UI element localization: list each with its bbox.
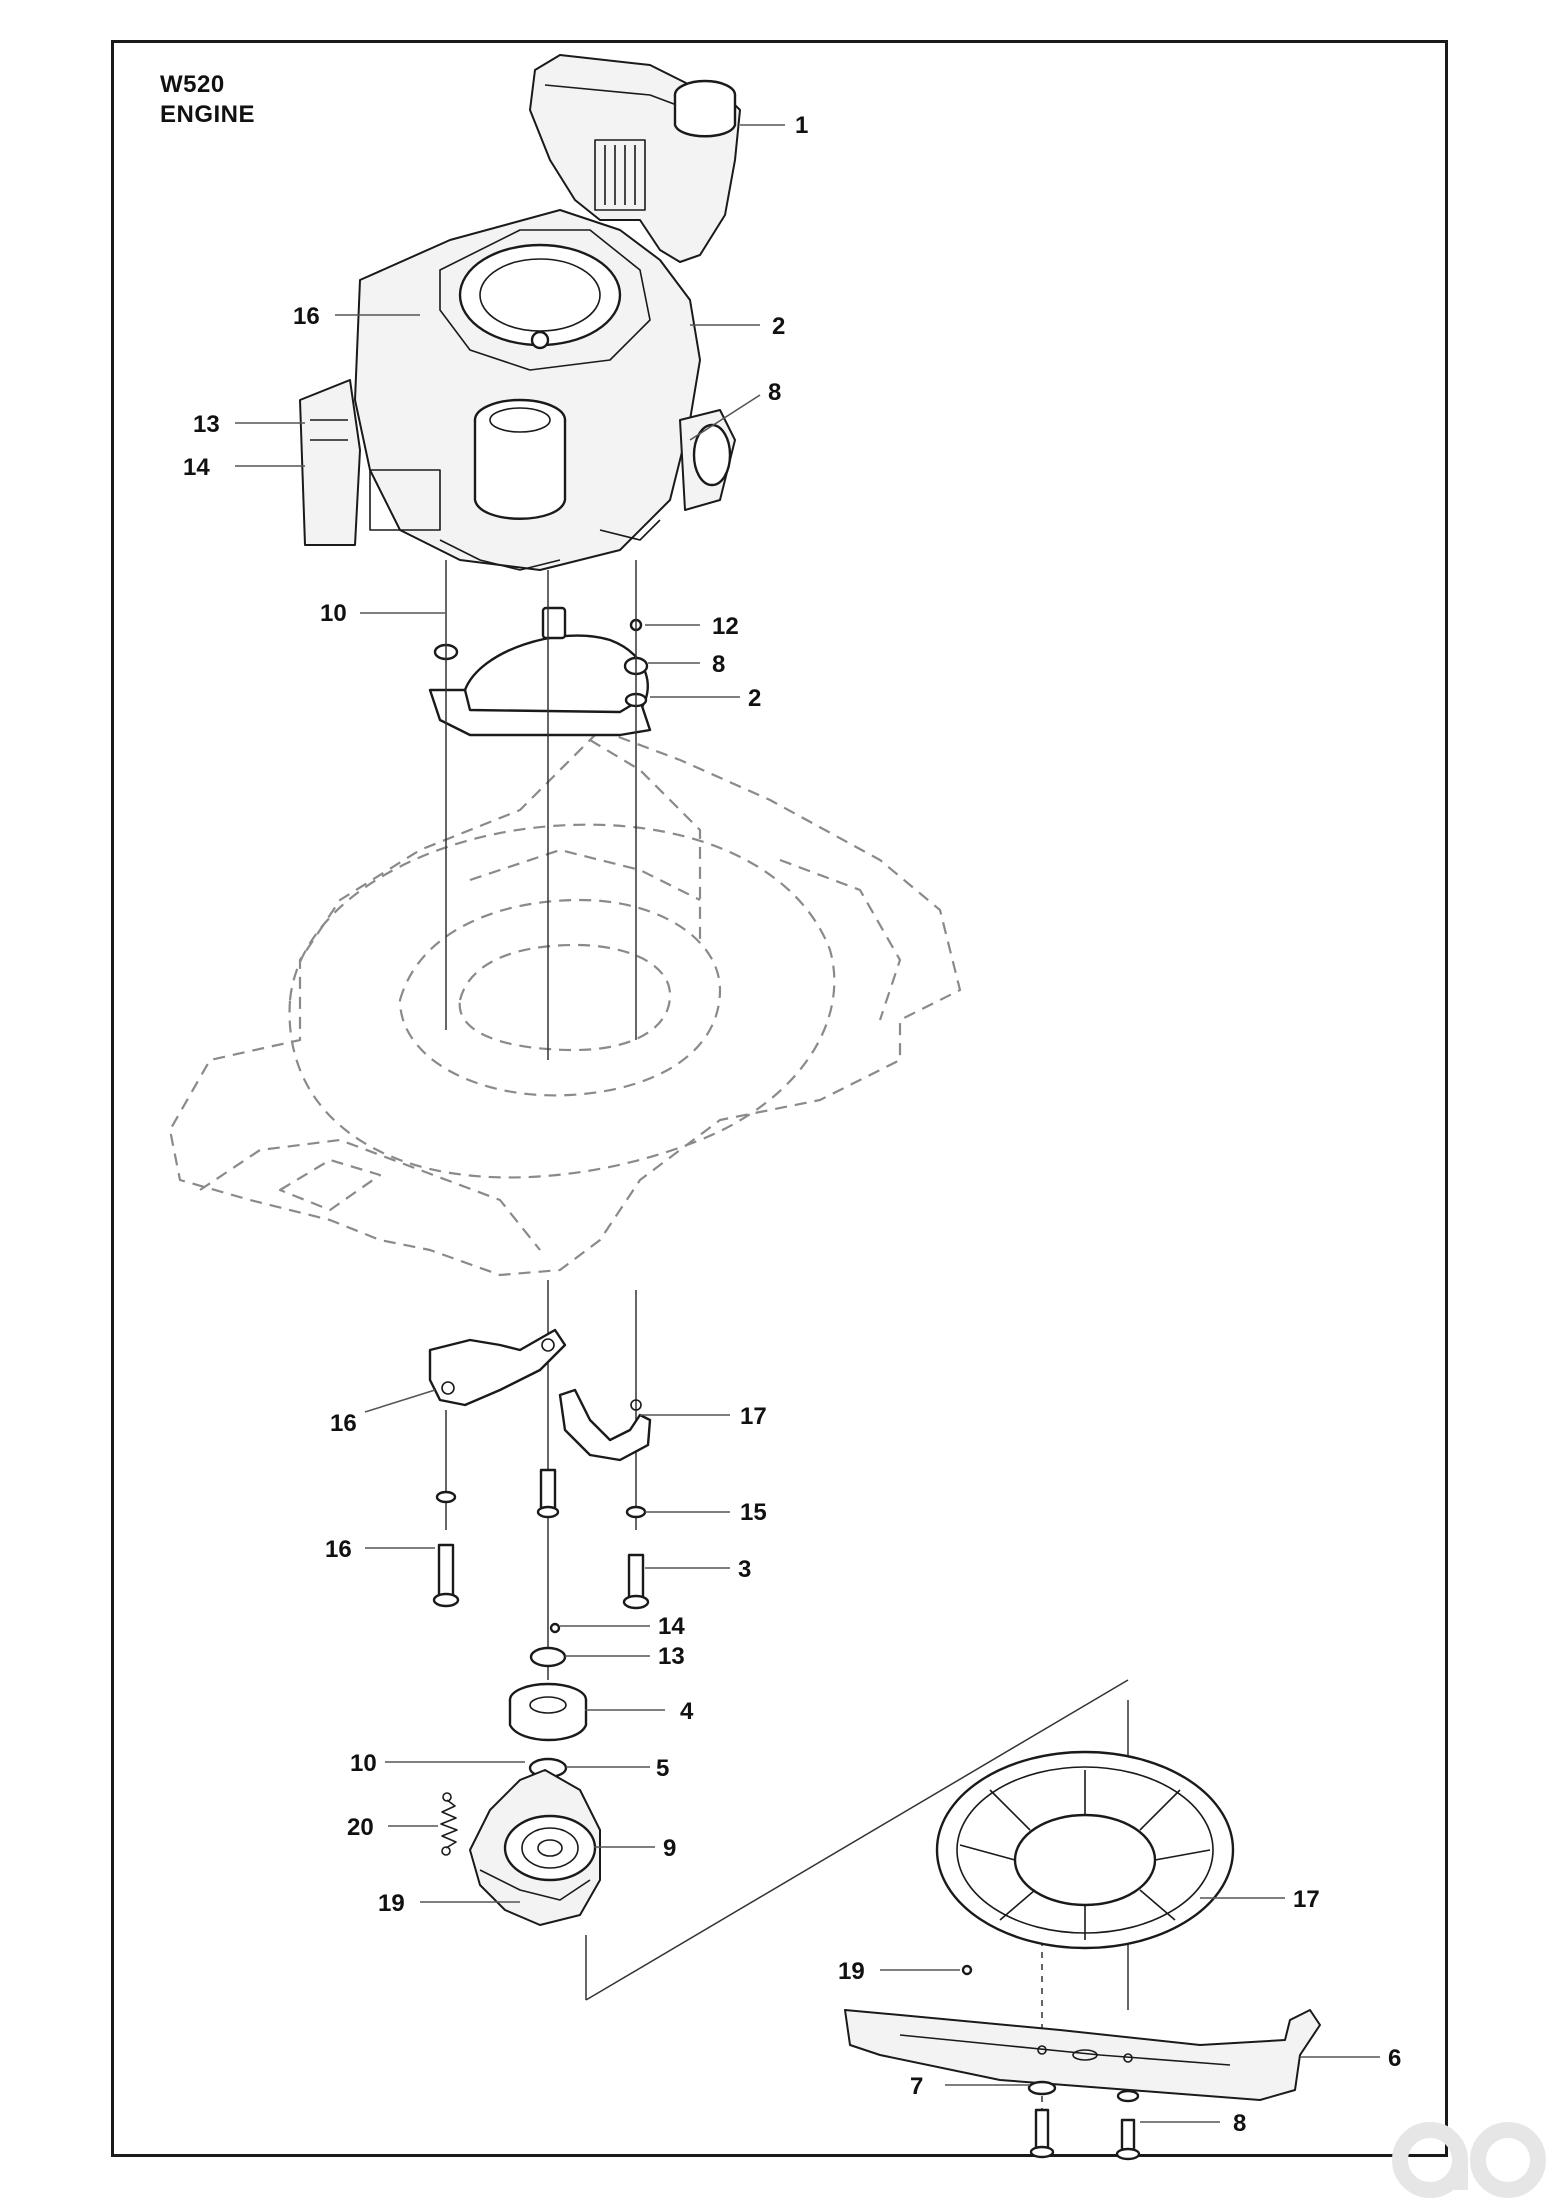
callout-6: 6 [1388, 2045, 1401, 2072]
logo-mark-icon [1392, 2122, 1546, 2198]
callout-13: 13 [193, 411, 220, 438]
callout-16: 16 [330, 1410, 357, 1437]
callout-5: 5 [656, 1755, 669, 1782]
callout-2: 2 [748, 685, 761, 712]
callout-17: 17 [740, 1403, 767, 1430]
callout-20: 20 [347, 1814, 374, 1841]
detail-leader [585, 1679, 1129, 2001]
mower-blade [844, 2009, 1321, 2101]
callout-7: 7 [910, 2073, 923, 2100]
callout-19: 19 [838, 1958, 865, 1985]
callout-17: 17 [1293, 1886, 1320, 1913]
callout-8: 8 [768, 379, 781, 406]
callout-8: 8 [712, 651, 725, 678]
callout-4: 4 [680, 1698, 694, 1725]
fasteners [432, 1468, 650, 1610]
bracket-plate-left [428, 1328, 567, 1407]
callout-14: 14 [658, 1613, 685, 1640]
callout-16: 16 [293, 303, 320, 330]
callout-2: 2 [772, 313, 785, 340]
callout-1: 1 [795, 112, 808, 139]
callout-10: 10 [350, 1750, 377, 1777]
callout-8: 8 [1233, 2110, 1246, 2137]
drawing-border [111, 40, 1448, 2157]
mower-deck-outline [168, 728, 962, 1277]
title-block: W520 ENGINE [160, 70, 255, 130]
bracket-plate-right [558, 1388, 652, 1462]
model-title: W520 [160, 71, 225, 98]
engine-assembly [299, 209, 736, 571]
return-spring [440, 1792, 458, 1856]
blade-bolts [961, 1964, 1141, 2161]
callout-13: 13 [658, 1643, 685, 1670]
callout-16: 16 [325, 1536, 352, 1563]
callout-labels: 1 2 16 8 13 14 10 12 8 2 16 17 15 16 3 1… [183, 112, 1401, 2137]
fuel-tank [529, 54, 741, 263]
callout-19: 19 [378, 1890, 405, 1917]
callout-10: 10 [320, 600, 347, 627]
section-title: ENGINE [160, 101, 256, 128]
callout-14: 14 [183, 454, 210, 481]
engine-mount-bracket [428, 606, 652, 737]
callout-3: 3 [738, 1556, 751, 1583]
leader-lines [235, 124, 1380, 2123]
callout-12: 12 [712, 613, 739, 640]
blade-clutch [469, 1769, 601, 1926]
pulley-stack [508, 1622, 588, 1779]
callout-9: 9 [663, 1835, 676, 1862]
callout-15: 15 [740, 1499, 767, 1526]
blade-adapter-disc [935, 1750, 1235, 1950]
